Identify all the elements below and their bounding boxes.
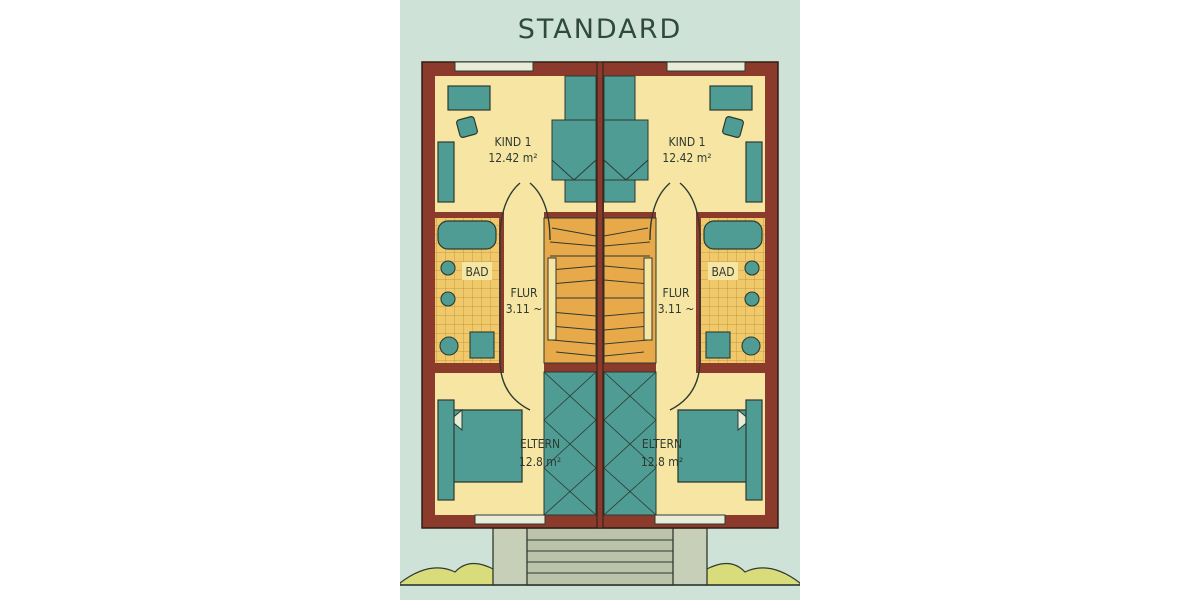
- room-labels: KIND 1 12.42 m² KIND 1 12.42 m² BAD BAD …: [462, 135, 738, 469]
- window-bottom-left: [474, 514, 546, 525]
- shower-left: [469, 331, 495, 359]
- room-area-flur-left: 3.11 ~: [506, 302, 543, 316]
- room-area-flur-right: 3.11 ~: [658, 302, 695, 316]
- chair-left: [456, 116, 478, 138]
- ground: [400, 527, 800, 586]
- room-label-flur-right: FLUR: [662, 286, 690, 300]
- bathtub-left: [437, 220, 497, 250]
- room-label-eltern-right: ELTERN: [642, 437, 682, 451]
- house-left: [421, 61, 600, 529]
- room-label-kind-left: KIND 1: [495, 135, 532, 149]
- room-label-bad-left: BAD: [465, 265, 488, 279]
- house-right: [600, 61, 779, 529]
- wardrobe-eltern-left: [437, 399, 455, 501]
- desk-left: [447, 85, 491, 111]
- toilet-left: [439, 336, 459, 356]
- floorplan-drawing: KIND 1 12.42 m² KIND 1 12.42 m² BAD BAD …: [400, 61, 800, 586]
- sink-left-2: [440, 291, 456, 307]
- room-area-eltern-left: 12.8 m²: [519, 455, 561, 469]
- room-label-flur-left: FLUR: [510, 286, 538, 300]
- bush-left: [400, 562, 496, 586]
- room-label-eltern-left: ELTERN: [520, 437, 560, 451]
- floorplan-poster: STANDARD: [400, 0, 800, 600]
- room-area-eltern-right: 12.8 m²: [641, 455, 683, 469]
- room-label-kind-right: KIND 1: [669, 135, 706, 149]
- room-area-kind-left: 12.42 m²: [488, 151, 537, 165]
- sink-left-1: [440, 260, 456, 276]
- room-label-bad-right: BAD: [711, 265, 734, 279]
- entrance-steps: [526, 527, 674, 586]
- room-area-kind-right: 12.42 m²: [662, 151, 711, 165]
- plan-title: STANDARD: [517, 14, 683, 45]
- bush-right: [704, 562, 800, 586]
- window-top-left: [454, 61, 534, 72]
- shelf-kind-left: [437, 141, 455, 203]
